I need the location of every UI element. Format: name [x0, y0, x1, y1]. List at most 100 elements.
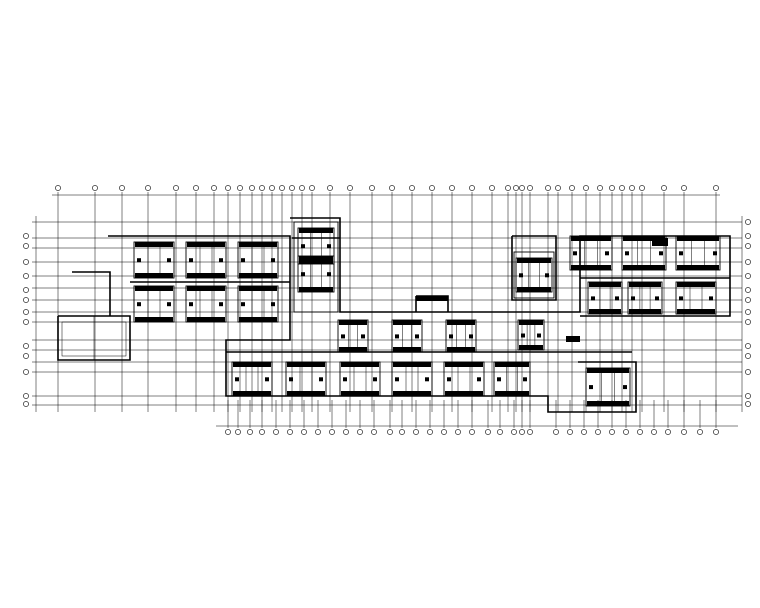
room-unit	[337, 319, 369, 353]
axis-bubble	[745, 401, 751, 407]
axis-bubble	[347, 185, 353, 191]
room-unit	[237, 285, 279, 323]
beam-bottom	[393, 347, 421, 352]
axis-bubble	[237, 185, 243, 191]
column	[341, 334, 345, 339]
axis-bubble	[713, 185, 719, 191]
slab-mark	[566, 336, 580, 342]
column	[167, 258, 171, 263]
beam-bottom	[495, 391, 529, 396]
beam-bottom	[299, 259, 333, 264]
room-unit	[517, 319, 545, 351]
axis-bubble	[623, 429, 629, 435]
beam-bottom	[447, 347, 475, 352]
axis-bubble	[597, 185, 603, 191]
axis-bubble	[247, 429, 253, 435]
axis-bubble	[497, 429, 503, 435]
column	[361, 334, 365, 339]
beam-top	[187, 242, 225, 247]
column	[301, 272, 305, 277]
room-unit	[297, 227, 335, 265]
axis-bubble	[225, 185, 231, 191]
axis-bubble	[23, 243, 29, 249]
axis-bubble	[745, 353, 751, 359]
column	[631, 296, 635, 301]
column	[241, 302, 245, 307]
column	[425, 377, 429, 382]
column	[395, 334, 399, 339]
column	[189, 258, 193, 263]
axis-bubble	[505, 185, 511, 191]
beam-bottom	[287, 391, 325, 396]
beam-top	[445, 362, 483, 367]
column	[137, 258, 141, 263]
axis-bubble	[745, 319, 751, 325]
axis-bubble	[23, 393, 29, 399]
column	[679, 296, 683, 301]
beam-bottom	[187, 273, 225, 278]
axis-bubble	[23, 233, 29, 239]
beam-top	[571, 236, 611, 241]
wall	[72, 271, 111, 316]
axis-bubble	[55, 185, 61, 191]
axis-bubble	[23, 309, 29, 315]
column	[469, 334, 473, 339]
axis-bubble	[555, 185, 561, 191]
beam-bottom	[339, 347, 367, 352]
axis-bubble	[745, 369, 751, 375]
room-unit	[231, 361, 273, 397]
axis-bubble	[639, 185, 645, 191]
room-unit	[515, 257, 553, 293]
axis-bubble	[745, 297, 751, 303]
column	[271, 258, 275, 263]
room-unit	[185, 285, 227, 323]
column	[605, 251, 609, 256]
room-unit	[585, 367, 631, 407]
beam-top	[287, 362, 325, 367]
axis-bubble	[399, 429, 405, 435]
beam-top	[629, 282, 661, 287]
wall	[57, 315, 131, 361]
beam-bottom	[623, 265, 665, 270]
axis-bubble	[595, 429, 601, 435]
axis-bubble	[713, 429, 719, 435]
axis-bubble	[23, 259, 29, 265]
axis-bubble	[23, 273, 29, 279]
beam-top	[299, 228, 333, 233]
building-outline	[57, 217, 731, 413]
axis-bubble	[289, 185, 295, 191]
axis-bubble	[681, 429, 687, 435]
beam-bottom	[677, 309, 715, 314]
axis-bubble	[745, 309, 751, 315]
axis-bubble	[519, 185, 525, 191]
beam-top	[135, 242, 173, 247]
beam-bottom	[233, 391, 271, 396]
axis-bubble	[259, 185, 265, 191]
axis-bubble	[259, 429, 265, 435]
axis-bubble	[745, 343, 751, 349]
beam-top	[677, 236, 719, 241]
beam-bottom	[519, 345, 543, 350]
column	[301, 244, 305, 249]
column	[447, 377, 451, 382]
axis-bubble	[23, 369, 29, 375]
column	[235, 377, 239, 382]
room-unit	[285, 361, 327, 397]
axis-bubble	[235, 429, 241, 435]
axis-bubble	[357, 429, 363, 435]
column	[709, 296, 713, 301]
axis-bubble	[145, 185, 151, 191]
axis-bubble	[225, 429, 231, 435]
column	[395, 377, 399, 382]
beam-top	[517, 258, 551, 263]
room-unit	[621, 235, 667, 271]
beam-bottom	[517, 287, 551, 292]
axis-bubble	[23, 343, 29, 349]
axis-bubble	[745, 287, 751, 293]
axis-bubble	[519, 429, 525, 435]
axis-bubble	[389, 185, 395, 191]
column	[137, 302, 141, 307]
beam-bottom	[135, 317, 173, 322]
axis-bubble	[665, 429, 671, 435]
beam-top	[299, 256, 333, 261]
